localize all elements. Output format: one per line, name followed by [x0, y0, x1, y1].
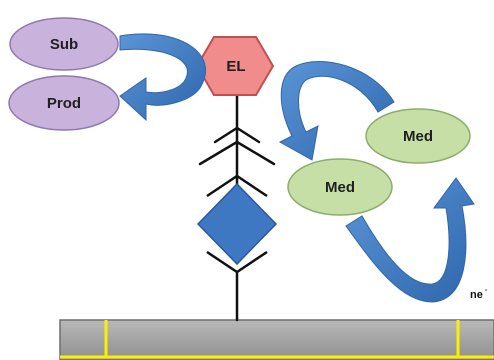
- electron-superscript: -: [485, 287, 488, 294]
- tether-branch-left-upper: [213, 126, 239, 144]
- tether-branch-right-lower: [235, 140, 276, 166]
- mediator-upper-label: Med: [403, 128, 433, 145]
- electron-label: ne: [470, 289, 483, 301]
- mediator-lower-ellipse: [287, 158, 393, 216]
- enzyme-tether: [198, 86, 276, 322]
- product-ellipse: [8, 75, 120, 131]
- tether-branch-right-upper: [235, 126, 261, 144]
- mediator-lower-label: Med: [325, 179, 355, 196]
- substrate-label: Sub: [50, 36, 78, 53]
- enzyme-label: EL: [226, 58, 245, 75]
- product-label: Prod: [47, 95, 81, 112]
- diamond-bracket-bottom: [206, 250, 268, 274]
- substrate-to-product-arrow: [119, 33, 206, 122]
- mediator-upper-ellipse: [365, 108, 471, 164]
- tether-branch-left-lower: [198, 140, 239, 166]
- diamond-bracket-top: [206, 174, 268, 198]
- substrate-node: Sub: [9, 17, 119, 71]
- anchor-diamond: [196, 174, 278, 274]
- substrate-ellipse: [9, 17, 119, 71]
- mediator-lower-node: Med: [287, 158, 393, 216]
- mediator-cycle-upper-arrow: [278, 61, 395, 161]
- enzyme-node: EL: [195, 36, 275, 96]
- product-node: Prod: [8, 75, 120, 131]
- electrode-body: [59, 319, 494, 360]
- electrode: [59, 319, 494, 360]
- diamond-shape: [196, 182, 278, 266]
- mediator-cycle-lower-arrow: [345, 177, 475, 303]
- mediator-upper-node: Med: [365, 108, 471, 164]
